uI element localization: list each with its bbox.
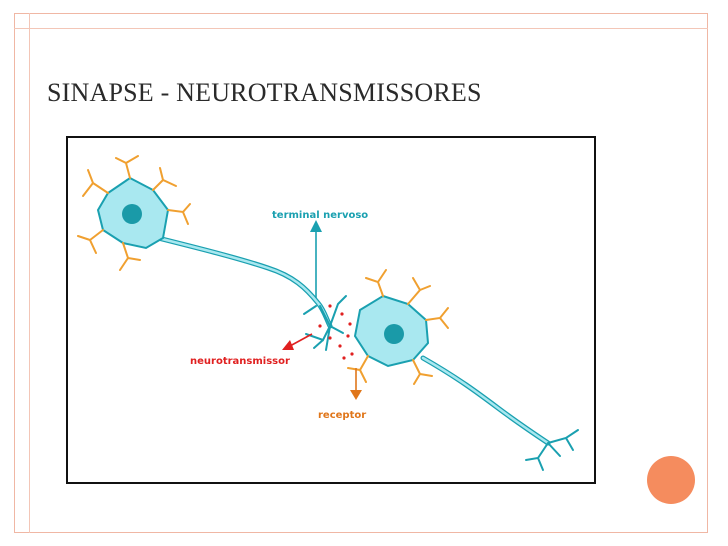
slide-title: SINAPSE - NEUROTRANSMISSORES	[47, 78, 482, 107]
accent-circle	[647, 456, 695, 504]
axon-terminal-branches-post	[525, 429, 579, 471]
label-terminal: terminal nervoso	[272, 210, 368, 221]
label-receptor: receptor	[318, 410, 366, 421]
arrow-receptor	[350, 368, 362, 400]
neurotransmitter-dots	[318, 304, 354, 360]
slide-frame	[14, 13, 708, 533]
dendrites-postsynaptic	[347, 269, 449, 385]
nucleus-presynaptic	[122, 204, 142, 224]
label-neurotransmitter: neurotransmissor	[190, 356, 290, 367]
nucleus-postsynaptic	[384, 324, 404, 344]
neuron-postsynaptic	[347, 269, 579, 471]
dendrites-presynaptic	[77, 155, 191, 271]
slide-top-rule	[14, 13, 708, 29]
slide-left-rule	[14, 13, 30, 533]
synapse-illustration: terminal nervoso neurotransmissor recept…	[77, 155, 579, 471]
arrow-neurotransmitter	[282, 333, 313, 350]
neuron-presynaptic	[77, 155, 347, 351]
arrow-terminal	[310, 220, 322, 298]
synapse-figure: terminal nervoso neurotransmissor recept…	[66, 136, 596, 484]
axon-terminal-branches	[303, 295, 347, 351]
